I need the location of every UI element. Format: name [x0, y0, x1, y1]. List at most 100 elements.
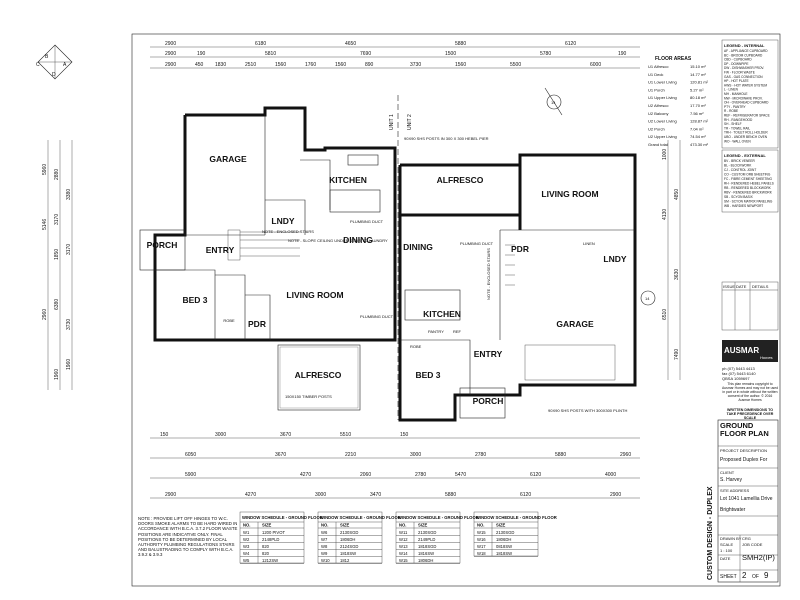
legend-external-item: BL - BLOCKWORK [724, 164, 752, 168]
scale-value: 1 : 100 [720, 548, 733, 553]
legend-internal-item: TRH - TOILET ROLL HOLDER [724, 131, 768, 135]
legend-external-item: RH - RENDERED HEBEL PANELS [724, 182, 774, 186]
company-contact-0: ph (07) 5443 4413 [722, 366, 755, 371]
company-contact-1: fax (07) 5443 6140 [722, 371, 756, 376]
client-label: CLIENT [720, 470, 735, 475]
dim-right-5: 7490 [674, 349, 680, 360]
dim-top-2-0: 2900 [165, 51, 176, 57]
dim-top-3-7: 890 [365, 62, 374, 68]
orient-label-a: A [63, 62, 67, 68]
window-schedule-no: W5 [243, 558, 250, 563]
legend-internal-title: LEGEND - INTERNAL [724, 43, 765, 48]
legend-external-item: SM - SCYON MATRIX PANELING [724, 200, 773, 204]
legend-internal-item: UBO - UNDER BENCH OVEN [724, 135, 768, 139]
room-pdr-u2: PDR [511, 244, 529, 254]
dim-top-3-1: 450 [195, 62, 204, 68]
dim-right-2: 6510 [662, 309, 668, 320]
dim-top-3-3: 2510 [245, 62, 256, 68]
dim-left-0: 5960 [42, 164, 48, 175]
dims-bottom: 150 3000 3670 5510 150 6050 3670 2210 30… [150, 432, 640, 499]
dim-left-1: 5146 [42, 219, 48, 230]
window-schedule-table: WINDOW SCHEDULE - GROUND FLOORNO.SIZEW11… [395, 511, 479, 564]
section-marker: 14 [645, 296, 650, 301]
floor-area-value: 120.81 m² [690, 80, 709, 85]
dim-bot-1-2: 3670 [280, 432, 291, 438]
floor-area-name: U2 Upper Living [648, 134, 677, 139]
project-desc-label: PROJECT DESCRIPTION [720, 448, 767, 453]
window-schedule-no: W2 [243, 537, 250, 542]
legend-internal-item: OH - OVERHEAD CUPBOARD [724, 101, 769, 105]
window-schedule-no: W14 [399, 551, 408, 556]
room-bed3-u1: BED 3 [182, 295, 207, 305]
dim-top-3-9: 1560 [455, 62, 466, 68]
dim-left-11: 1960 [54, 369, 60, 380]
window-schedule-size: 820 [262, 551, 270, 556]
room-pdr-u1: PDR [248, 319, 266, 329]
window-schedule-title: WINDOW SCHEDULE - GROUND FLOOR [320, 515, 401, 520]
room-living-u1: LIVING ROOM [286, 290, 343, 300]
unit-1-label: UNIT 1 [389, 114, 395, 130]
dim-right-1: 4130 [662, 209, 668, 220]
window-schedule-head-no: NO. [321, 523, 328, 528]
window-schedule-no: W18 [477, 551, 486, 556]
room-linen-u2: LINEN [583, 241, 595, 246]
floor-area-value: 7.04 m² [690, 126, 704, 131]
project-desc: Proposed Duplex For [720, 457, 768, 463]
window-schedule-no: W8 [321, 544, 328, 549]
dim-left-3: 2880 [54, 169, 60, 180]
window-schedule-head-size: SIZE [340, 523, 350, 528]
dim-bot-3-6: 4000 [605, 472, 616, 478]
dim-bot-4-3: 3470 [370, 492, 381, 498]
written-dims-note: WRITTEN DIMENSIONS TO TAKE PRECEDENCE OV… [726, 408, 774, 420]
legend-internal-item: CBD - CUPBOARD [724, 58, 752, 62]
floor-area-value: 7.56 m² [690, 111, 704, 116]
window-schedule-head-no: NO. [399, 523, 406, 528]
client-name: S. Harvey [720, 477, 742, 483]
company-sub: Homes [760, 355, 773, 360]
floor-area-value: 74.54 m² [690, 134, 706, 139]
rev-head-date: DATE [736, 284, 747, 289]
dim-top-1-0: 2900 [165, 41, 176, 47]
sheet-label: SHEET [720, 574, 737, 580]
legend-internal-item: R - ROBE [724, 109, 738, 113]
legend-external-item: RBV - RENDERED BRICKWORK [724, 191, 773, 195]
room-kitchen-u2: KITCHEN [423, 309, 461, 319]
floor-area-name: U1 Upper Living [648, 95, 677, 100]
room-alfresco-u1: ALFRESCO [295, 370, 342, 380]
window-schedule-head-size: SIZE [496, 523, 506, 528]
dim-top-1-1: 6180 [255, 41, 266, 47]
dim-left-5: 1850 [54, 249, 60, 260]
window-schedule-no: W17 [477, 544, 486, 549]
room-bed3-u2: BED 3 [415, 370, 440, 380]
unit-1-external [139, 229, 361, 411]
room-entry-u1: ENTRY [206, 245, 235, 255]
dim-bot-3-2: 2060 [360, 472, 371, 478]
dim-bot-3-1: 4270 [300, 472, 311, 478]
unit-divider: UNIT 1 UNIT 2 [389, 95, 413, 420]
rev-head-details: DETAILS [752, 284, 769, 289]
legend-internal-item: SH - SHELF [724, 122, 742, 126]
dim-top-2-5: 5780 [540, 51, 551, 57]
window-schedule-size: 1806DH [496, 537, 511, 542]
room-ref-u2: REF [453, 329, 462, 334]
room-entry-u2: ENTRY [474, 349, 503, 359]
site-suburb: Brightwater [720, 507, 746, 513]
window-schedule-no: W9 [321, 551, 328, 556]
window-schedule-title: WINDOW SCHEDULE - GROUND FLOOR [398, 515, 479, 520]
floor-area-value: 5.27 m² [690, 87, 704, 92]
dim-top-3-8: 3730 [410, 62, 421, 68]
sheet-total: 9 [764, 571, 769, 580]
legend-internal-item: BC - BROOM CUPBOARD [724, 53, 763, 57]
window-schedule-size: 1818SW [496, 551, 512, 556]
window-schedule-no: W6 [321, 530, 328, 535]
rev-head-issue: ISSUE [723, 284, 735, 289]
legend-external-item: CO - CUSTOM ORB SHEETING [724, 173, 771, 177]
general-note: NOTE : PROVIDE LIFT OFF HINGES TO W.C. D… [138, 516, 238, 558]
note-plumbing-duct-1: PLUMBING DUCT [350, 219, 384, 224]
dim-bot-3-5: 6120 [530, 472, 541, 478]
dim-bot-3-4: 5470 [455, 472, 466, 478]
